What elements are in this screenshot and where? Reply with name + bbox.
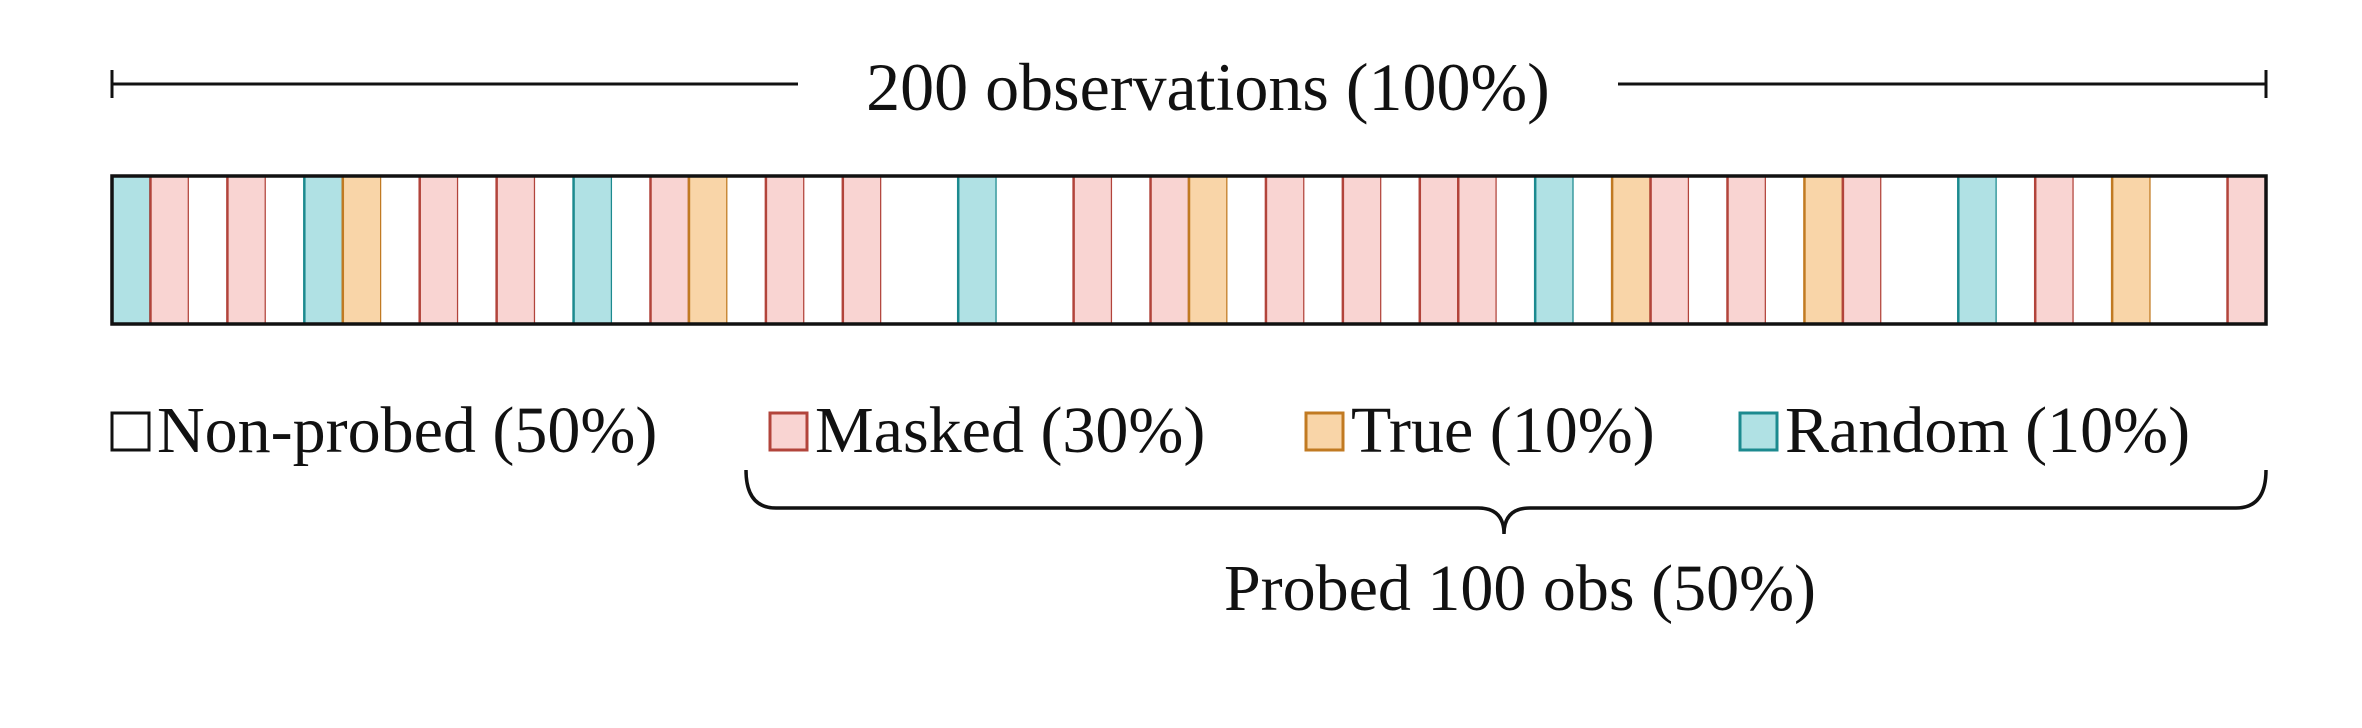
strip-cell-random	[956, 174, 998, 326]
legend-swatch-non-probed	[110, 411, 151, 452]
strip-cell-none	[2073, 176, 2113, 324]
strip-cell-none	[1035, 176, 1074, 324]
strip-cell-random	[1533, 174, 1575, 326]
strip-cell-none	[919, 176, 959, 324]
strip-cell-none	[727, 176, 766, 324]
strip-cell-none	[804, 176, 843, 324]
strip-cell-true	[687, 174, 729, 326]
strip-cell-true	[2110, 174, 2152, 326]
strip-cell-none	[1573, 176, 1613, 324]
strip-cell-none	[381, 176, 420, 324]
strip-cell-true	[1610, 174, 1652, 326]
strip-cell-masked	[149, 174, 191, 326]
strip-cell-masked	[764, 174, 806, 326]
legend: Non-probed (50%) Masked (30%) True (10%)…	[110, 394, 2190, 467]
strip-cell-masked	[1457, 174, 1498, 326]
strip-cell-none	[1881, 176, 1920, 324]
strip-cell-none	[2150, 176, 2190, 324]
strip-cell-none	[458, 176, 497, 324]
observation-strip-border	[110, 174, 2268, 326]
legend-swatch-true	[1304, 411, 1345, 452]
header-label: 200 observations (100%)	[866, 49, 1550, 125]
strip-cell-masked	[226, 174, 268, 326]
strip-cell-random	[110, 174, 152, 326]
strip-cell-none	[2189, 176, 2228, 324]
strip-cell-masked	[2226, 174, 2268, 326]
strip-cell-masked	[1418, 174, 1460, 326]
strip-cell-masked	[2033, 174, 2075, 326]
strip-cell-masked	[1841, 174, 1883, 326]
strip-cell-none	[265, 176, 305, 324]
strip-cell-none	[612, 176, 651, 324]
legend-label-random: Random (10%)	[1785, 394, 2190, 467]
strip-cell-none	[1227, 176, 1266, 324]
strip-cell-none	[188, 176, 228, 324]
probed-label: Probed 100 obs (50%)	[1224, 552, 1816, 625]
strip-cell-masked	[1072, 174, 1114, 326]
strip-cell-none	[1496, 176, 1536, 324]
strip-cell-masked	[495, 174, 537, 326]
strip-cell-masked	[1264, 174, 1306, 326]
legend-swatch-masked	[768, 411, 809, 452]
strip-cell-masked	[418, 174, 460, 326]
strip-cell-none	[1689, 176, 1728, 324]
strip-cell-true	[1187, 174, 1229, 326]
strip-cell-masked	[841, 174, 883, 326]
strip-cell-none	[1765, 176, 1805, 324]
legend-swatch-random	[1738, 411, 1779, 452]
header-span: 200 observations (100%)	[110, 49, 2268, 125]
observation-strip	[110, 174, 2268, 326]
strip-cell-random	[1957, 174, 1999, 326]
strip-cell-none	[1996, 176, 2036, 324]
strip-cell-none	[1304, 176, 1343, 324]
strip-cell-true	[341, 174, 383, 326]
strip-cell-masked	[1726, 174, 1768, 326]
strip-cell-masked	[649, 174, 691, 326]
strip-cell-none	[1112, 176, 1151, 324]
strip-cell-none	[996, 176, 1036, 324]
strip-cell-random	[303, 174, 345, 326]
strip-cell-none	[535, 176, 574, 324]
strip-cell-masked	[1649, 174, 1691, 326]
strip-cell-true	[1803, 174, 1845, 326]
legend-label-masked: Masked (30%)	[815, 394, 1205, 467]
strip-cell-none	[1381, 176, 1420, 324]
strip-cell-none	[1919, 176, 1959, 324]
strip-cell-none	[881, 176, 920, 324]
strip-cell-masked	[1341, 174, 1383, 326]
strip-cell-masked	[1149, 174, 1191, 326]
strip-cell-random	[572, 174, 614, 326]
probed-curly-brace	[744, 469, 2268, 535]
legend-label-true: True (10%)	[1351, 394, 1655, 467]
legend-label-non-probed: Non-probed (50%)	[157, 394, 657, 467]
